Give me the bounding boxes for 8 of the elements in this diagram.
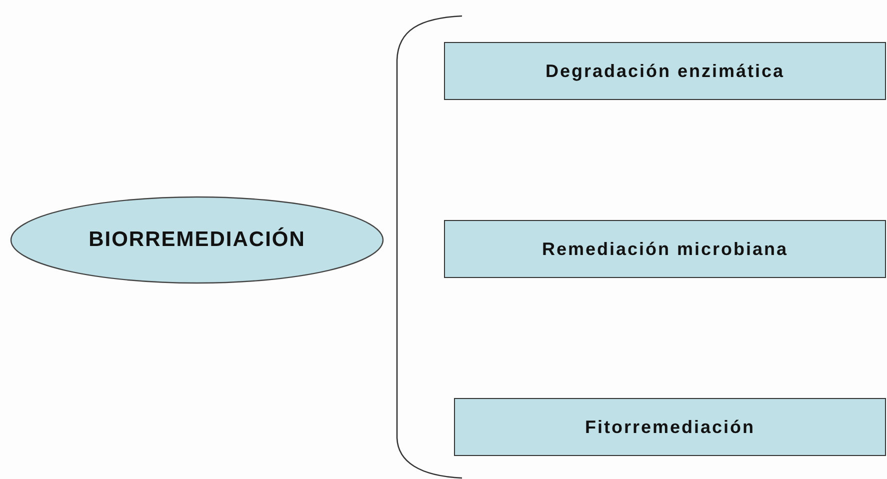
process-box bbox=[454, 398, 886, 456]
process-box bbox=[444, 42, 886, 100]
node-label: Degradación enzimática bbox=[545, 60, 785, 82]
node-label: Fitorremediación bbox=[584, 416, 756, 438]
process-box bbox=[444, 220, 886, 278]
ellipse-node bbox=[10, 196, 384, 284]
node-title: BIORREMEDIACIÓN bbox=[88, 228, 306, 252]
node-label: Remediación microbiana bbox=[542, 238, 788, 260]
